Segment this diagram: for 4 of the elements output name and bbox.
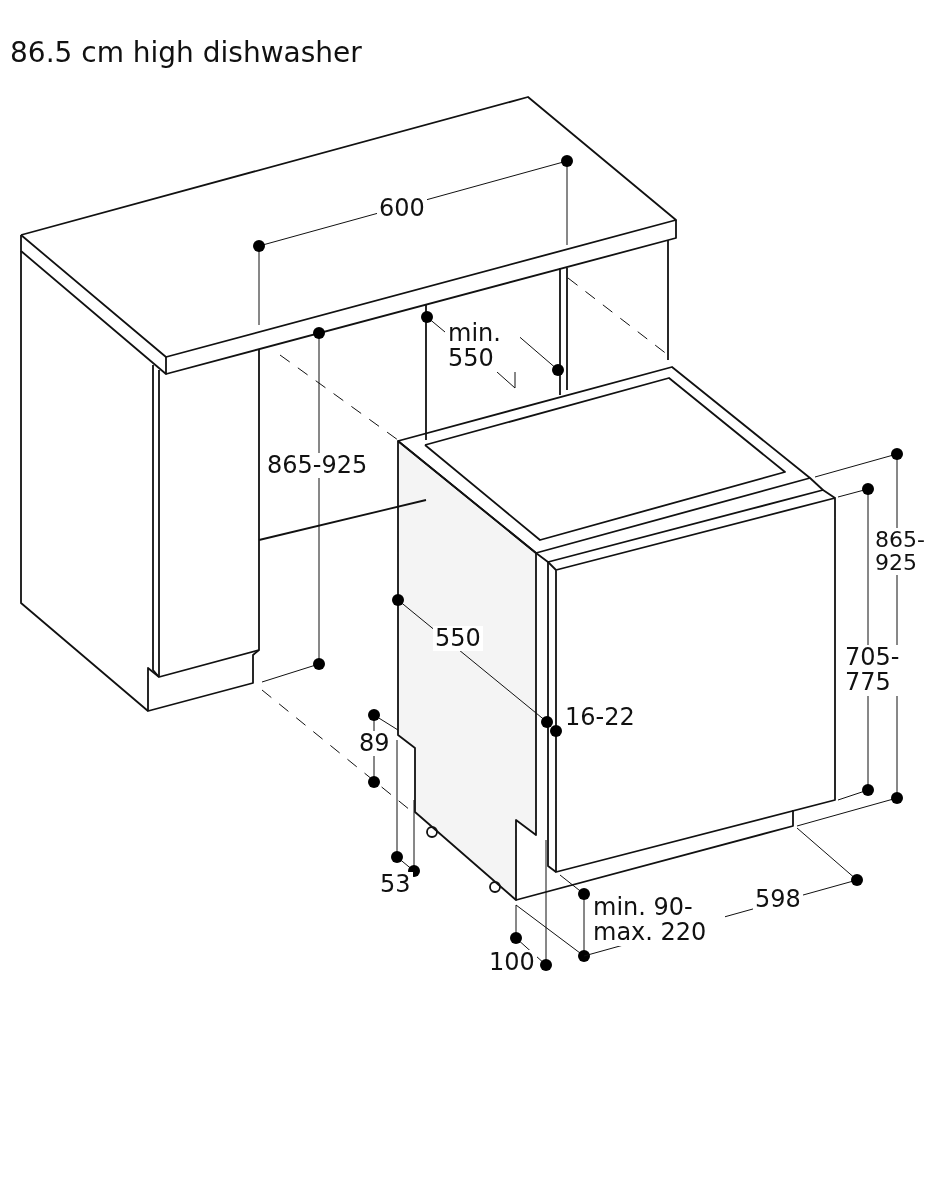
- diagram-title: 86.5 cm high dishwasher: [10, 36, 362, 69]
- dimension-label: min. 550: [446, 321, 520, 372]
- dimension-label: 550: [433, 626, 483, 652]
- dimension-label: 598: [753, 887, 803, 913]
